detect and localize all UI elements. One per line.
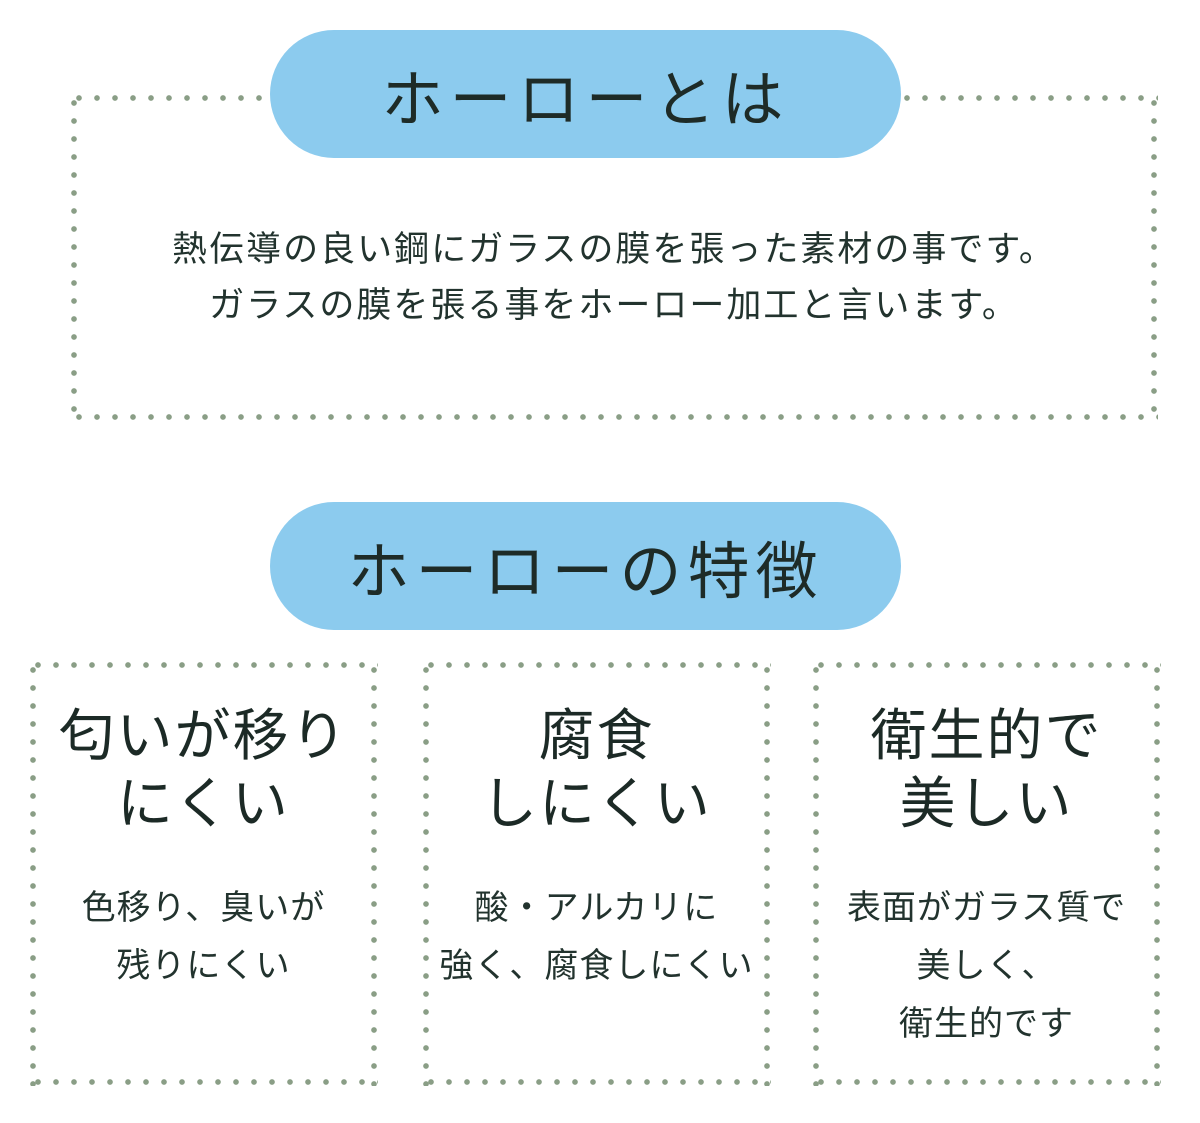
feature-description: 酸・アルカリに 強く、腐食しにくい	[439, 879, 753, 995]
feature-card-hygienic: 衛生的で 美しい 表面がガラス質で 美しく、 衛生的です	[812, 661, 1161, 1086]
feature-desc-line: 酸・アルカリに	[474, 888, 719, 928]
feature-title-line: にくい	[117, 772, 290, 837]
section-heading-features-text: ホーローの特徴	[347, 535, 824, 608]
feature-desc-line: 美しく、	[916, 946, 1057, 986]
feature-title-line: 美しい	[899, 772, 1074, 837]
feature-description: 表面がガラス質で 美しく、 衛生的です	[847, 879, 1126, 1053]
intro-line-2: ガラスの膜を張る事をホーロー加工と言います。	[209, 286, 1019, 326]
feature-title-line: 腐食	[538, 704, 655, 769]
section-heading-about: ホーローとは	[270, 30, 901, 158]
feature-desc-line: 色移り、臭いが	[81, 888, 326, 928]
intro-description: 熱伝導の良い鋼にガラスの膜を張った素材の事です。 ガラスの膜を張る事をホーロー加…	[70, 222, 1158, 334]
feature-title: 衛生的で 美しい	[871, 703, 1103, 839]
section-heading-about-text: ホーローとは	[381, 63, 790, 136]
feature-desc-line: 残りにくい	[116, 946, 291, 986]
feature-title: 腐食 しにくい	[481, 703, 712, 839]
feature-desc-line: 表面がガラス質で	[846, 888, 1127, 928]
feature-title: 匂いが移り にくい	[59, 703, 349, 839]
feature-title-line: 匂いが移り	[58, 704, 349, 769]
feature-card-corrosion: 腐食 しにくい 酸・アルカリに 強く、腐食しにくい	[422, 661, 771, 1086]
section-heading-features: ホーローの特徴	[270, 502, 901, 630]
feature-card-odor: 匂いが移り にくい 色移り、臭いが 残りにくい	[29, 661, 378, 1086]
feature-title-line: 衛生的で	[870, 704, 1103, 769]
feature-title-line: しにくい	[481, 772, 712, 837]
feature-desc-line: 衛生的です	[898, 1004, 1074, 1044]
feature-desc-line: 強く、腐食しにくい	[439, 946, 754, 986]
intro-line-1: 熱伝導の良い鋼にガラスの膜を張った素材の事です。	[172, 230, 1056, 270]
feature-description: 色移り、臭いが 残りにくい	[82, 879, 326, 995]
